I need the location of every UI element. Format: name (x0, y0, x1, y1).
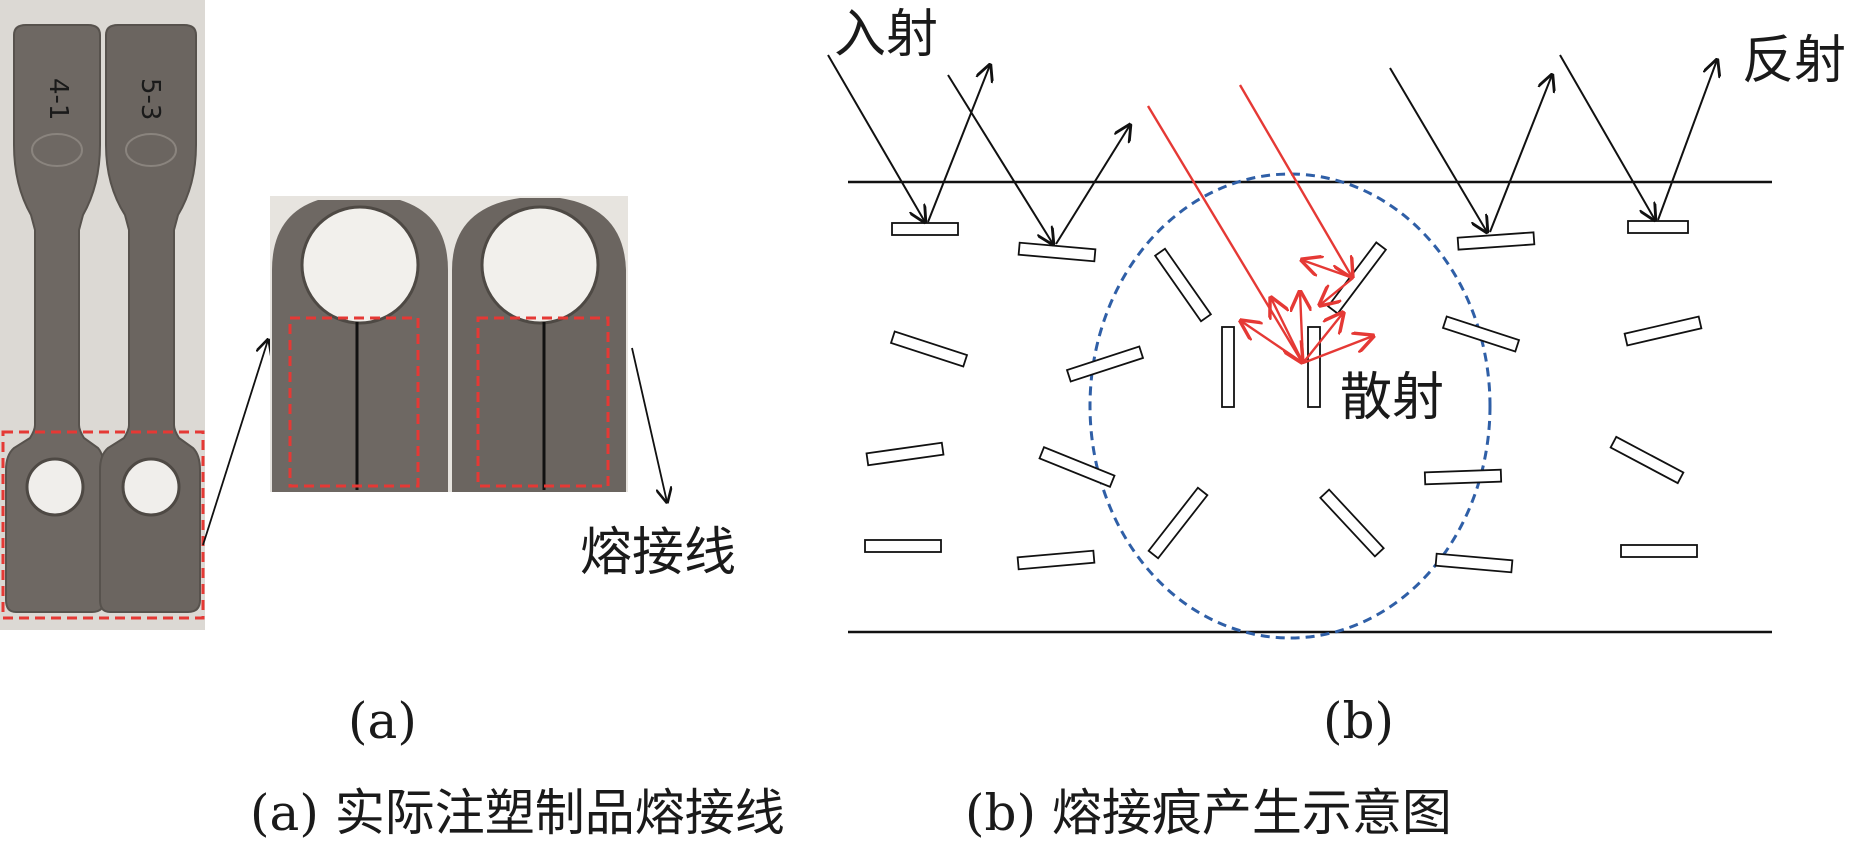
reflected-ray (1055, 125, 1130, 245)
scatter-arrow (1271, 298, 1305, 364)
particle (889, 330, 969, 368)
inset-hole-right (480, 205, 600, 325)
reflection-rays (827, 54, 1717, 245)
particle (1620, 544, 1698, 558)
particle (1627, 220, 1689, 234)
particle (1307, 326, 1321, 408)
scatter-region (1088, 172, 1492, 640)
particle (864, 539, 942, 553)
panel-a: 4-1 5-3 熔接线 (a) (0, 0, 736, 750)
particle (1441, 315, 1521, 353)
weld-line-pointer (631, 347, 667, 502)
particle (1221, 326, 1235, 408)
sample-label-right: 5-3 (135, 78, 165, 120)
incident-ray (1559, 54, 1655, 220)
magnified-inset (270, 196, 628, 492)
scatter-arrow (1241, 321, 1304, 364)
particle (1147, 486, 1209, 560)
particle (1038, 446, 1116, 488)
particle (1065, 345, 1145, 383)
zoom-connector (202, 340, 268, 546)
particle (1423, 468, 1503, 486)
hole-left (25, 457, 85, 517)
panel-a-label: (a) (348, 692, 417, 750)
incident-ray (947, 74, 1053, 244)
reflected-ray (1657, 60, 1717, 221)
particle (865, 441, 945, 467)
caption-part-a: (a) 实际注塑制品熔接线 (250, 784, 785, 842)
inset-hole-left (300, 205, 420, 325)
particle (891, 222, 959, 236)
incident-label: 入射 (834, 5, 938, 65)
reflected-ray (927, 65, 990, 223)
sample-label-left: 4-1 (43, 78, 73, 120)
red-incident-ray (1146, 105, 1302, 362)
reflect-label: 反射 (1742, 31, 1846, 91)
weld-box-right (476, 316, 610, 488)
scatter-arrow (1302, 260, 1354, 280)
particle (1153, 247, 1213, 323)
specimen-right (99, 24, 201, 613)
incident-ray (1389, 67, 1487, 232)
scatter-arrow (1320, 277, 1354, 305)
particle (1016, 549, 1096, 571)
filler-particles (864, 220, 1703, 574)
weld-box-left (288, 316, 420, 488)
red-incident-ray (1238, 84, 1352, 277)
scatter-label: 散射 (1340, 368, 1444, 428)
panel-b-label: (b) (1323, 692, 1394, 750)
particle (1623, 315, 1703, 347)
scatter-arrow (1302, 313, 1343, 364)
scatter-rays (1146, 84, 1373, 365)
incident-ray (827, 54, 925, 222)
particle (1017, 241, 1097, 263)
gate-mark-left (31, 133, 83, 167)
caption-part-b: (b) 熔接痕产生示意图 (965, 784, 1452, 842)
particle (1456, 231, 1536, 251)
selection-box (1, 430, 205, 620)
particle (1609, 435, 1685, 485)
panel-b: 入射 反射 散射 (b) (827, 5, 1846, 750)
weld-line-label: 熔接线 (580, 523, 736, 583)
gate-mark-right (125, 133, 177, 167)
particle (1319, 488, 1385, 558)
hole-right (121, 457, 181, 517)
scatter-arrow (1302, 336, 1373, 365)
particle (1434, 552, 1514, 574)
scatter-arrow (1300, 292, 1303, 364)
reflected-ray (1489, 75, 1552, 233)
